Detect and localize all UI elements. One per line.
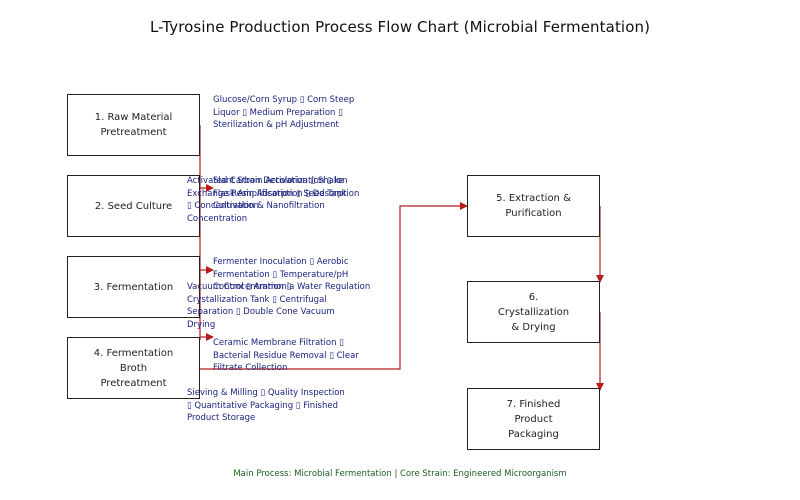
note-seed-culture: Slant Strain Activation ▯ Shake Flask Am… <box>213 176 347 211</box>
step-label: 4. Fermentation Broth Pretreatment <box>93 347 174 389</box>
step-crystallization-drying: 6. Crystallization & Drying <box>467 281 600 343</box>
note-extraction: Activated Carbon Decolorization ▯ Ion Ex… <box>187 176 360 224</box>
note-broth-pretreatment: Ceramic Membrane Filtration ▯ Bacterial … <box>213 338 359 373</box>
step-label: 3. Fermentation <box>93 281 174 293</box>
note-packaging: Sieving & Milling ▯ Quality Inspection ▯… <box>187 388 345 423</box>
step-seed-culture: 2. Seed Culture <box>67 175 200 237</box>
step-label: 2. Seed Culture <box>94 200 173 212</box>
chart-title: L-Tyrosine Production Process Flow Chart… <box>149 18 651 36</box>
step-finished-product-packaging: 7. Finished Product Packaging <box>467 388 600 450</box>
step-label: 1. Raw Material Pretreatment <box>94 112 173 138</box>
note-fermentation: Fermenter Inoculation ▯ Aerobic Fermenta… <box>213 257 371 292</box>
note-raw-material: Glucose/Corn Syrup ▯ Corn Steep Liquor ▯… <box>213 95 355 130</box>
note-crystallization: Vacuum Concentration ▯ Crystallization T… <box>187 282 335 330</box>
step-fermentation-broth-pretreatment: 4. Fermentation Broth Pretreatment <box>67 337 200 399</box>
step-fermentation: 3. Fermentation <box>67 256 200 318</box>
step-label: 7. Finished Product Packaging <box>506 398 561 440</box>
step-raw-material-pretreatment: 1. Raw Material Pretreatment <box>67 94 200 156</box>
step-extraction-purification: 5. Extraction & Purification <box>467 175 600 237</box>
connector-step4-to-step5 <box>200 202 468 370</box>
footer-caption: Main Process: Microbial Fermentation | C… <box>233 469 567 479</box>
connector-left-column <box>199 125 214 341</box>
step-label: 6. Crystallization & Drying <box>497 291 570 333</box>
step-label: 5. Extraction & Purification <box>496 193 571 219</box>
